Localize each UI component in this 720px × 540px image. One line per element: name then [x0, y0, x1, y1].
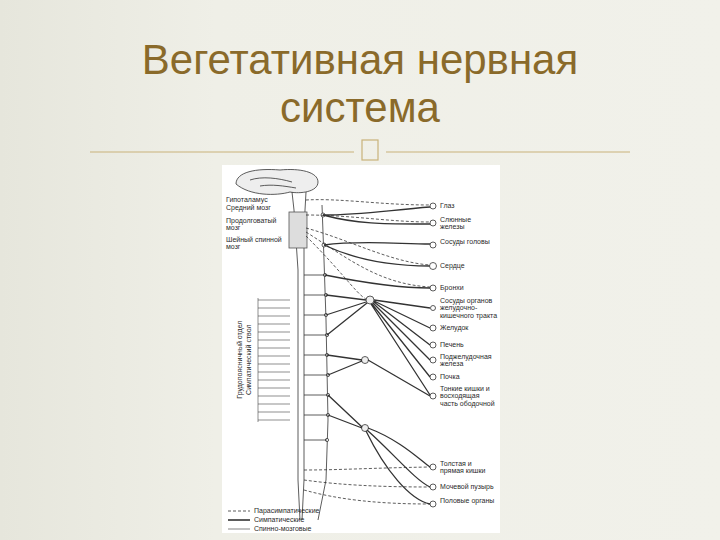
- organ-label: Желудок: [440, 324, 496, 331]
- organ-label: Толстая и прямая кишки: [440, 460, 496, 475]
- legend-sample: [228, 519, 250, 521]
- part-label: Гипоталамус: [226, 196, 282, 203]
- legend-text: Спинно-мозговые: [254, 525, 311, 532]
- slide-title: Вегетативная нервная система: [80, 36, 640, 133]
- legend-sample: [228, 511, 250, 512]
- legend-text: Парасимпатические: [254, 507, 320, 514]
- organ-label: Сосуды органов желудочно-кишечного тракт…: [440, 297, 498, 319]
- part-label: Симпатический ствол: [245, 300, 252, 420]
- organ-label: Сердце: [440, 262, 496, 269]
- organ-label: Тонкие кишки и восходящая часть ободочно…: [440, 385, 498, 407]
- figure-ground: [222, 165, 500, 533]
- part-label: Грудопоясничный отдел: [236, 300, 243, 420]
- organ-label: Слюнные железы: [440, 216, 496, 231]
- organ-label: Бронхи: [440, 284, 496, 291]
- legend-text: Симпатические: [254, 516, 304, 523]
- part-label: Средний мозг: [226, 204, 282, 211]
- organ-label: Печень: [440, 341, 496, 348]
- organ-label: Сосуды головы: [440, 238, 496, 245]
- divider-glyph: [362, 140, 378, 160]
- legend-sample: [228, 529, 250, 530]
- divider-line: [90, 152, 354, 153]
- part-label: Шейный спинной мозг: [226, 236, 282, 251]
- organ-label: Мочевой пузырь: [440, 483, 496, 490]
- part-label: Продолговатый мозг: [226, 217, 284, 232]
- organ-label: Глаз: [440, 202, 496, 209]
- divider-line: [386, 152, 630, 153]
- organ-label: Поджелудочная железа: [440, 353, 496, 368]
- organ-label: Половые органы: [440, 497, 496, 504]
- organ-label: Почка: [440, 373, 496, 380]
